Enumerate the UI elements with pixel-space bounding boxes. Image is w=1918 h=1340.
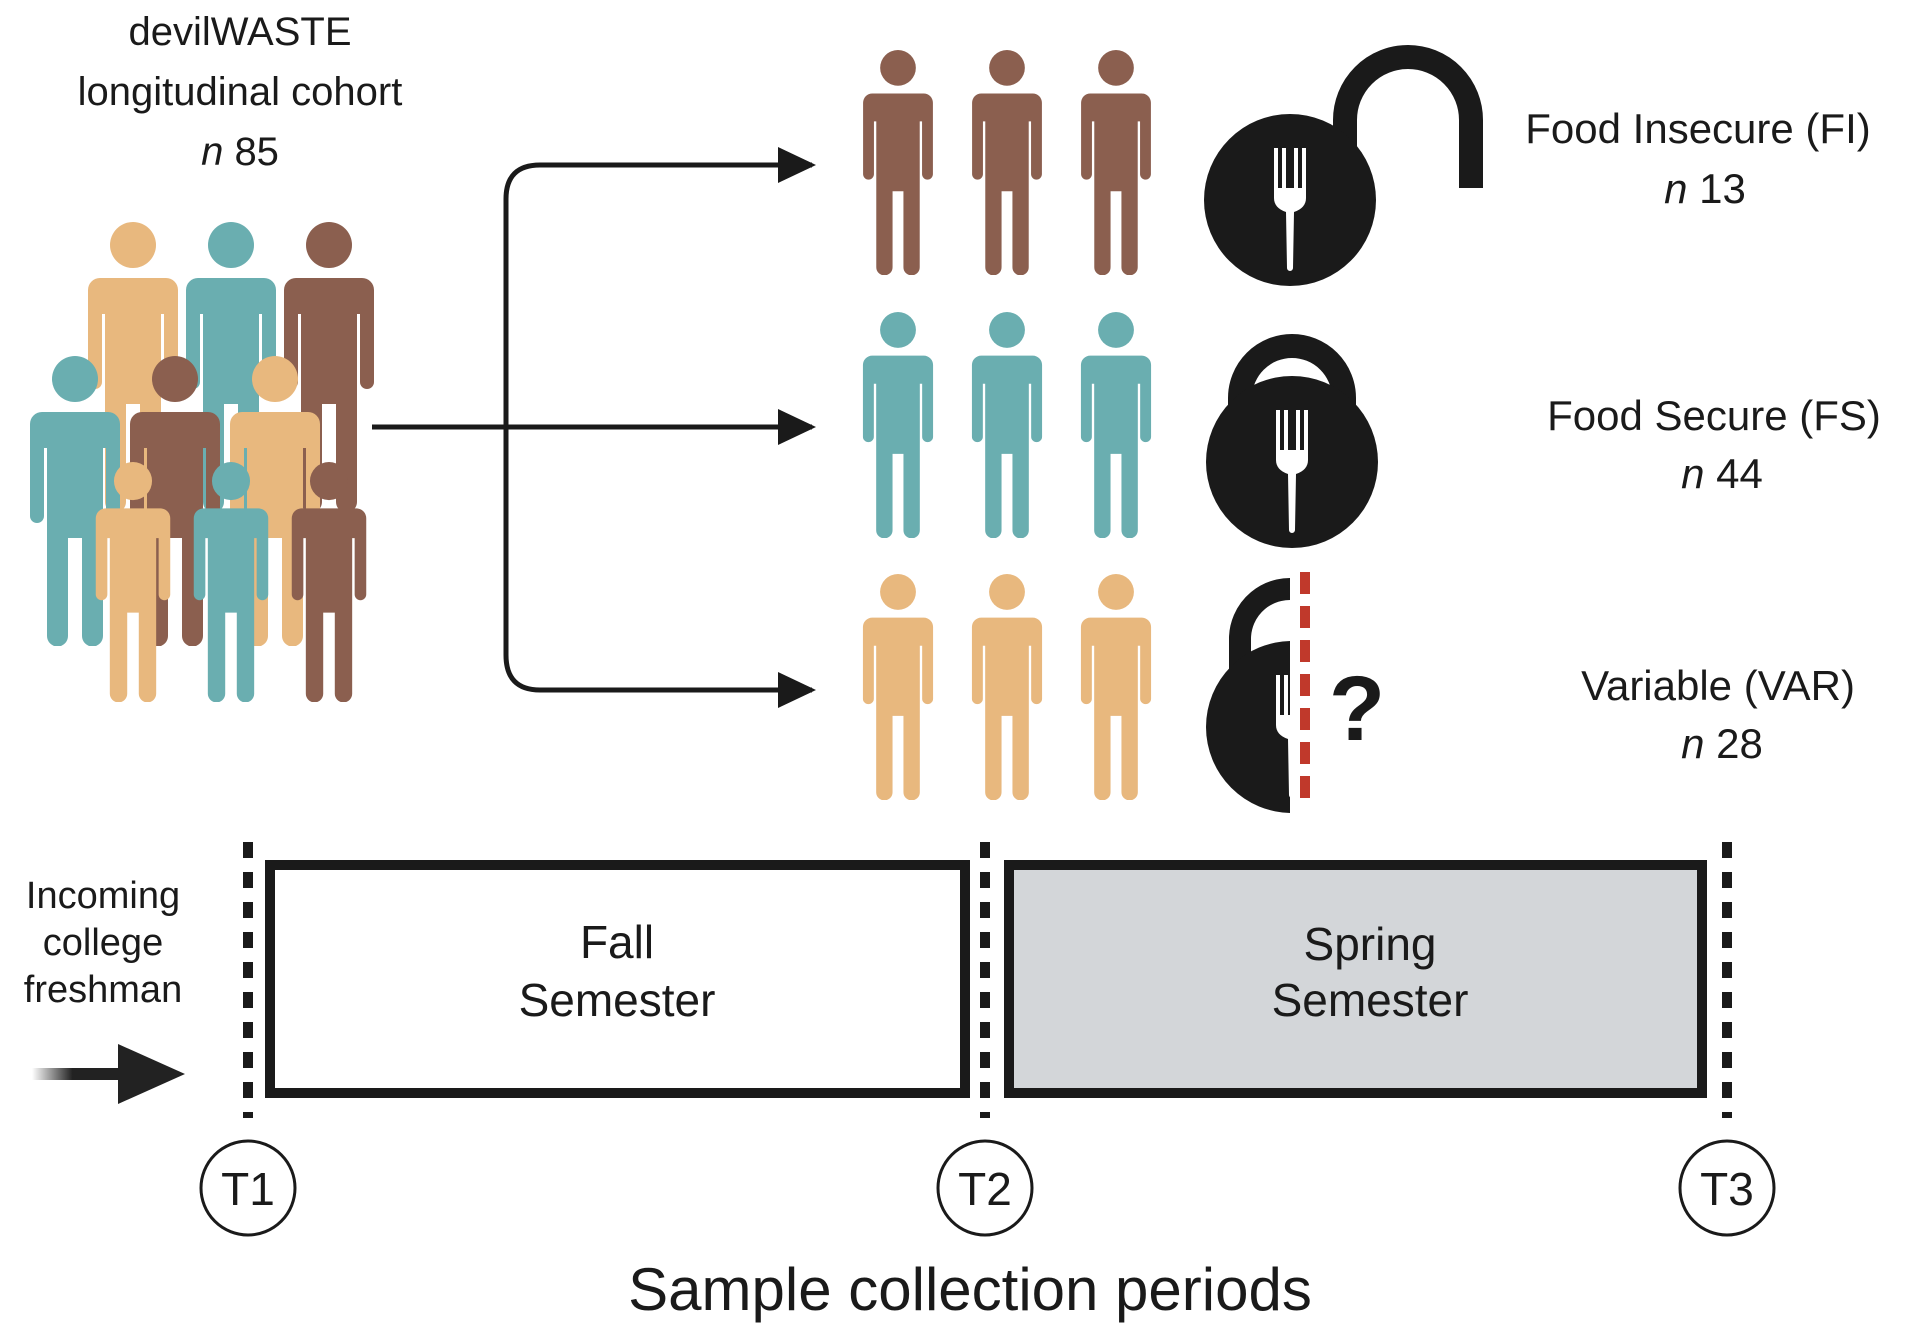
cohort-n: n 85: [201, 130, 279, 174]
cohort-title-line2: longitudinal cohort: [78, 70, 403, 114]
timepoint-dividers: [243, 842, 1732, 1118]
branch-arrows: [372, 162, 812, 693]
spring-line2: Semester: [1272, 974, 1469, 1026]
group-var-people: [862, 574, 1152, 800]
semester-fall-box: Fall Semester: [265, 860, 970, 1098]
group-fs-name: Food Secure (FS): [1547, 392, 1881, 439]
variable-lock-icon: ?: [1206, 572, 1385, 813]
group-fi-n: n 13: [1664, 165, 1746, 212]
svg-text:college: college: [43, 922, 163, 964]
fall-line2: Semester: [519, 974, 716, 1026]
svg-text:freshman: freshman: [24, 969, 182, 1011]
group-fi-label: Food Insecure (FI) n 13: [1525, 105, 1870, 212]
spring-line1: Spring: [1304, 918, 1437, 970]
svg-text:T1: T1: [221, 1163, 275, 1215]
question-mark-icon: ?: [1329, 658, 1385, 760]
closed-lock-icon: [1206, 334, 1378, 548]
entry-arrow-icon: [32, 1044, 185, 1104]
arrowhead-fi-tip: [778, 147, 816, 183]
cohort-title: devilWASTE longitudinal cohort n 85: [78, 10, 403, 174]
semester-spring-box: Spring Semester: [1004, 860, 1707, 1098]
group-fs-n: n 44: [1681, 450, 1763, 497]
timepoint-markers: T1 T2 T3: [199, 1139, 1776, 1237]
svg-text:Incoming: Incoming: [26, 875, 180, 917]
group-fs-label: Food Secure (FS) n 44: [1547, 392, 1881, 497]
cohort-n-prefix: n: [201, 130, 223, 174]
cohort-title-line1: devilWASTE: [128, 10, 351, 54]
arrowhead-var-tip: [778, 672, 816, 708]
entry-label: Incoming college freshman: [24, 875, 182, 1011]
timepoint-t3: T3: [1678, 1139, 1776, 1237]
cohort-n-value: 85: [234, 130, 279, 174]
group-var-label: Variable (VAR) n 28: [1581, 662, 1855, 767]
group-fi-people: [863, 50, 1151, 275]
group-fi-name: Food Insecure (FI): [1525, 105, 1870, 152]
branch-line-fi: [503, 162, 812, 693]
timepoint-t1: T1: [199, 1139, 297, 1237]
arrowhead-fs-tip: [778, 409, 816, 445]
group-var-n: n 28: [1681, 720, 1763, 767]
svg-text:T3: T3: [1700, 1163, 1754, 1215]
group-var-name: Variable (VAR): [1581, 662, 1855, 709]
group-fs-people: [862, 312, 1152, 538]
fall-line1: Fall: [580, 916, 654, 968]
arrowheads: [778, 147, 816, 708]
svg-text:T2: T2: [958, 1163, 1012, 1215]
cohort-crowd-icon: [30, 222, 374, 702]
open-lock-icon: [1204, 45, 1483, 286]
timeline-caption: Sample collection periods: [628, 1256, 1312, 1323]
timepoint-t2: T2: [936, 1139, 1034, 1237]
